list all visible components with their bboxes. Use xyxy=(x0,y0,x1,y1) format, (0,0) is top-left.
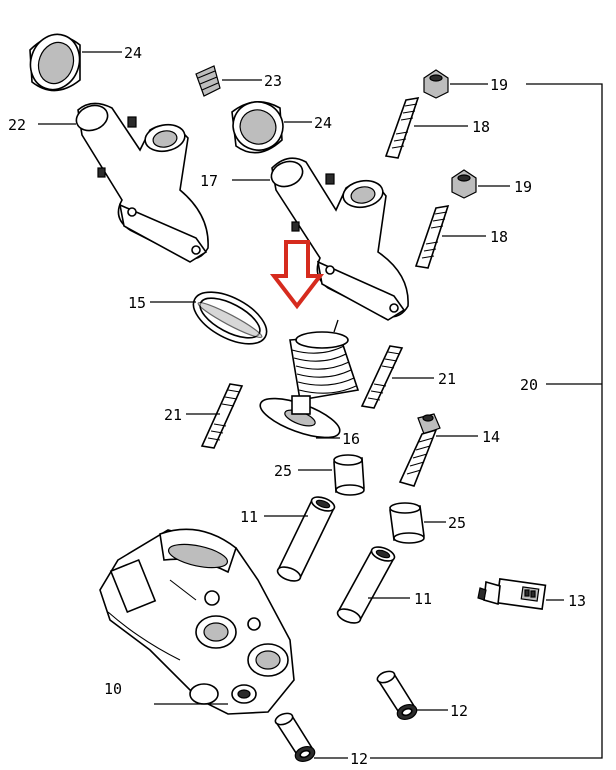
part-16-thermostat xyxy=(259,319,360,439)
callout-24-middle: 24 xyxy=(314,114,332,132)
callout-19-second: 19 xyxy=(514,178,532,196)
part-18-stud-second xyxy=(414,204,450,269)
callout-17: 17 xyxy=(200,172,218,190)
part-10-main-housing xyxy=(99,528,295,715)
part-21-stud-left xyxy=(200,383,244,449)
callout-25-lower: 25 xyxy=(448,514,466,532)
part-18-stud-top xyxy=(384,96,420,159)
callout-10: 10 xyxy=(104,680,122,698)
part-24-ring-left xyxy=(29,33,81,92)
callout-20: 20 xyxy=(520,376,538,394)
callout-15: 15 xyxy=(128,294,146,312)
part-25-sleeve-lower xyxy=(389,502,425,544)
callout-16: 16 xyxy=(342,430,360,448)
part-12-fitting-lower xyxy=(274,712,316,763)
callout-21-left: 21 xyxy=(164,406,182,424)
callout-25-upper: 25 xyxy=(274,462,292,480)
callout-18-top: 18 xyxy=(472,118,490,136)
callout-19-top: 19 xyxy=(490,76,508,94)
callout-13: 13 xyxy=(568,592,586,610)
callout-24-top: 24 xyxy=(124,44,142,62)
part-19-nut-top xyxy=(423,69,449,99)
part-21-stud-right xyxy=(360,345,404,409)
callout-14: 14 xyxy=(482,428,500,446)
part-23-plug xyxy=(195,65,221,97)
part-11-tube-lower xyxy=(336,546,396,624)
callout-18-second: 18 xyxy=(490,228,508,246)
part-22-elbow-housing xyxy=(75,102,209,263)
callout-11-lower: 11 xyxy=(414,590,432,608)
callout-22: 22 xyxy=(8,116,26,134)
part-24-ring-middle xyxy=(231,101,284,154)
part-25-sleeve-upper xyxy=(333,454,365,496)
part-17-elbow-housing xyxy=(270,157,409,321)
part-13-sensor xyxy=(477,578,547,610)
part-14-bolt xyxy=(398,413,441,487)
part-12-fitting-upper xyxy=(376,670,418,721)
arrow-down-icon xyxy=(269,240,325,310)
group-20-bracket xyxy=(370,83,603,759)
callout-12-upper: 12 xyxy=(450,702,468,720)
part-15-gasket xyxy=(192,291,268,345)
part-19-nut-second xyxy=(451,169,477,199)
callout-11-upper: 11 xyxy=(240,508,258,526)
callout-21-right: 21 xyxy=(438,370,456,388)
callout-23: 23 xyxy=(264,72,282,90)
callout-12-lower: 12 xyxy=(350,750,368,768)
part-11-tube-upper xyxy=(276,496,336,582)
